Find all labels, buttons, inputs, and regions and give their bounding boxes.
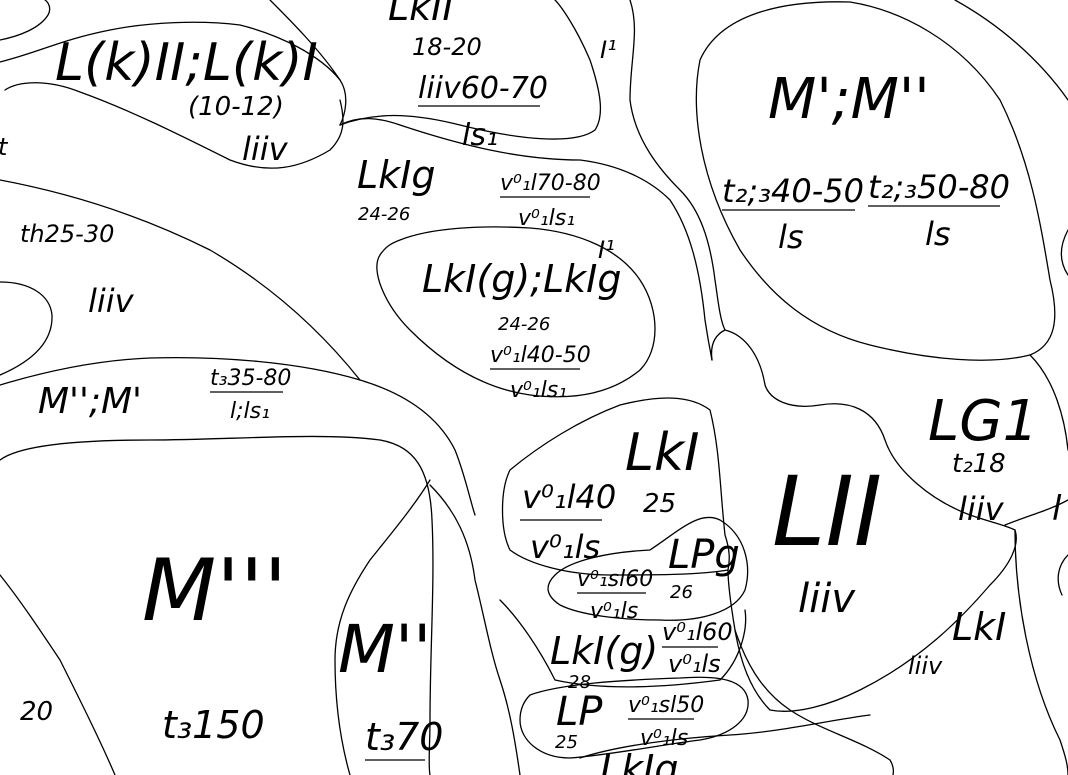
boundary-m-mid	[334, 479, 431, 775]
label-m-big: M'''	[142, 541, 287, 641]
boundary-right-edge-mid	[1060, 229, 1068, 276]
label-lki-center-range: 25	[643, 489, 676, 519]
label-lki-g-center-denominator: v⁰₁ls₁	[510, 378, 567, 403]
boundary-i1-left	[629, 0, 726, 331]
label-lki-center-numerator: v⁰₁l40	[522, 478, 616, 516]
boundary-m-big-left	[0, 574, 116, 775]
boundary-right-low	[1014, 529, 1068, 775]
label-lkig-a-numerator: v⁰₁l70-80	[500, 171, 601, 196]
label-lk-top-left: L(k)II;L(k)I	[55, 33, 318, 93]
label-m-top-right-den1: ls	[778, 218, 804, 256]
label-top-lkii-denominator: ls₁	[462, 118, 498, 153]
label-top-lkii: LkII	[388, 0, 454, 29]
label-m-top-right-num2: t₂;₃50-80	[868, 168, 1010, 206]
boundary-lkII-lk-top-left	[269, 0, 341, 81]
boundary-lki-g-low	[499, 599, 747, 688]
boundary-lki-center	[501, 397, 730, 576]
label-lki-g-center: LkI(g);LkIg	[422, 257, 621, 301]
boundary-top-left-strip	[0, 21, 347, 126]
label-i1-mid: I¹	[598, 236, 615, 264]
label-edge-t: t	[0, 133, 9, 161]
label-num-20: 20	[20, 697, 53, 727]
label-lkig-bottom: LkIg	[600, 747, 679, 775]
label-m-left-numerator: t₃35-80	[210, 366, 291, 391]
label-lpg-denominator: v⁰₁ls	[590, 599, 638, 624]
boundary-th-region	[0, 179, 361, 381]
label-lpg-range: 26	[670, 582, 693, 603]
label-lp-numerator: v⁰₁sl50	[628, 693, 704, 718]
label-lii-big: LII	[772, 456, 882, 568]
boundary-lpg	[547, 516, 749, 621]
label-edge-l: l	[1052, 489, 1062, 529]
label-m-left: M'';M'	[38, 381, 142, 422]
label-i1-top: I¹	[600, 36, 617, 64]
boundary-right-corner	[1057, 554, 1068, 596]
boundary-m-top-right	[695, 1, 1056, 361]
boundary-lki-g-low-right	[734, 629, 895, 775]
label-t3-70: t₃70	[365, 715, 444, 759]
label-lg1-soil: liiv	[958, 490, 1005, 528]
label-lki-g-low: LkI(g)	[550, 629, 658, 673]
label-lki-g-low-denominator: v⁰₁ls	[668, 650, 721, 678]
label-m-mid: M''	[338, 611, 431, 688]
boundary-bottom-lkig	[579, 714, 871, 759]
label-lki-center-denominator: v⁰₁ls	[530, 528, 600, 566]
label-lp-range: 25	[555, 732, 578, 753]
label-lki-g-low-numerator: v⁰₁l60	[662, 618, 733, 646]
boundary-lk-top-left	[4, 82, 344, 169]
label-lp: LP	[556, 689, 603, 735]
boundary-lg1-right	[1029, 354, 1068, 451]
label-lg1: LG1	[928, 389, 1038, 454]
label-lk-top-left-range: (10-12)	[188, 92, 284, 122]
boundary-lki-g-center	[376, 226, 656, 398]
label-lk-top-left-soil: liiv	[242, 130, 289, 168]
label-m-top-right-den2: ls	[925, 215, 951, 253]
boundary-right-edge-top	[954, 0, 1068, 101]
label-m-left-denominator: l;ls₁	[230, 399, 270, 424]
boundary-lkig-a	[339, 117, 713, 361]
label-top-lkii-numerator: liiv60-70	[418, 71, 548, 106]
boundary-m-left-top	[0, 356, 476, 516]
label-lkig-a: LkIg	[357, 153, 436, 197]
label-lki-center: LkI	[625, 423, 699, 483]
label-lki-right: LkI	[952, 605, 1006, 649]
boundary-left-liiv	[0, 281, 53, 376]
label-lpg-numerator: v⁰₁sl60	[577, 567, 653, 592]
label-lkig-a-denominator: v⁰₁ls₁	[518, 206, 575, 231]
label-lkig-a-range: 24-26	[358, 204, 410, 225]
label-t3-150: t₃150	[162, 703, 265, 747]
label-th-left: th25-30	[20, 220, 114, 248]
label-lp-denominator: v⁰₁ls	[640, 726, 688, 751]
boundary-top-left-corner	[0, 0, 51, 41]
label-liiv-right: liiv	[908, 652, 943, 680]
boundary-m-big	[0, 435, 434, 775]
label-top-lkii-range: 18-20	[412, 33, 482, 61]
label-liiv-left: liiv	[88, 282, 135, 320]
label-m-top-right: M';M''	[768, 67, 930, 132]
label-lki-g-low-range: 28	[568, 672, 591, 693]
boundary-lg1-bottom	[1004, 499, 1068, 526]
boundary-lkII-top	[339, 0, 602, 140]
label-lki-g-center-range: 24-26	[498, 314, 550, 335]
label-lii-big-soil: liiv	[798, 576, 856, 622]
label-lpg: LPg	[668, 532, 740, 578]
boundary-m-mid-right	[429, 484, 521, 775]
boundary-lii-big	[710, 329, 1017, 712]
boundary-lp	[519, 676, 749, 759]
label-lki-g-center-numerator: v⁰₁l40-50	[490, 343, 591, 368]
label-m-top-right-num1: t₂;₃40-50	[722, 172, 864, 210]
label-lg1-sub: t₂18	[952, 449, 1006, 479]
